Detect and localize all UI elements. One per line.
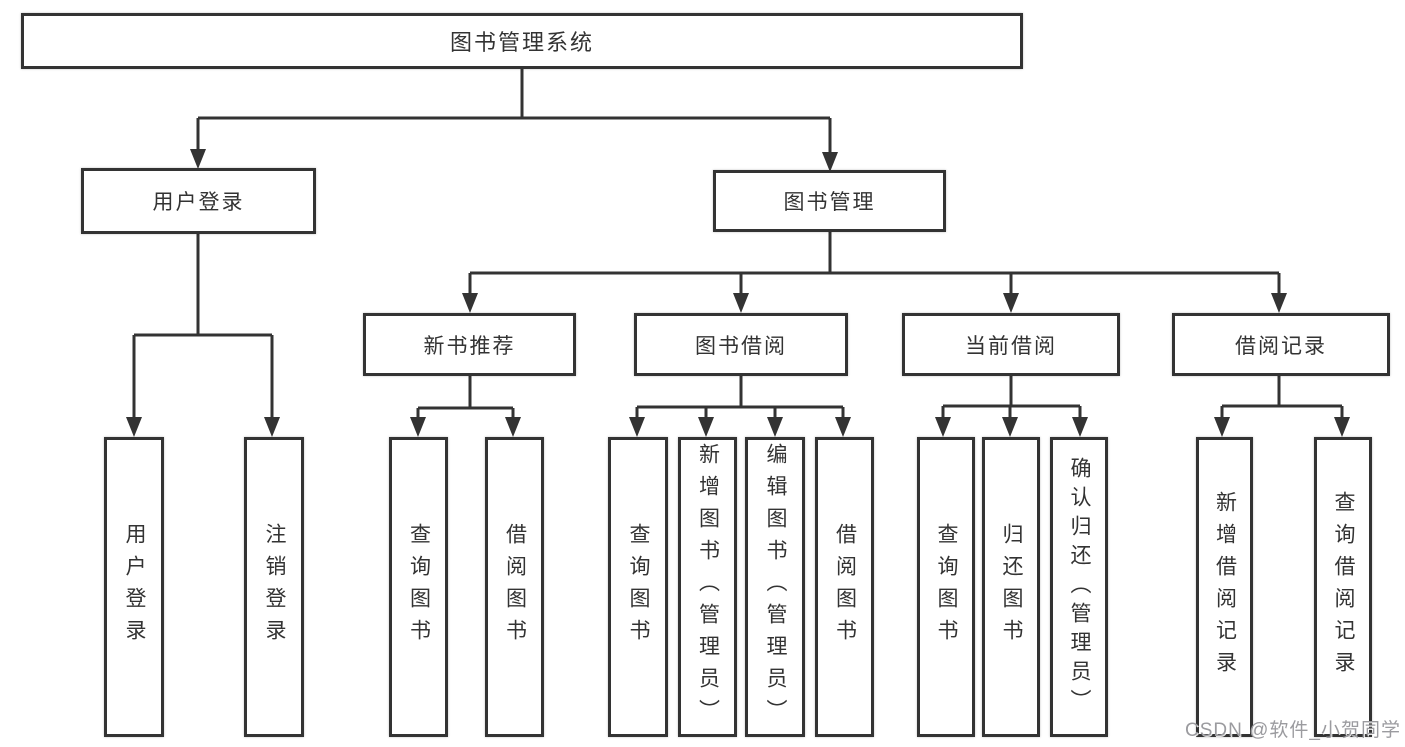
connector-borrowrecords-to-leaves — [1220, 376, 1344, 418]
arrowheads — [126, 149, 1350, 437]
leaf-query-borrow-record: 查询借阅记录 — [1314, 437, 1372, 737]
node-book-borrow: 图书借阅 — [634, 313, 848, 376]
connector-currentborrow-to-leaves — [941, 376, 1082, 418]
connector-newbookrec-to-leaves — [416, 376, 515, 418]
connector-bookborrow-to-leaves — [635, 376, 845, 418]
node-borrow-records: 借阅记录 — [1172, 313, 1390, 376]
node-user-login: 用户登录 — [81, 168, 316, 234]
leaf-logout: 注销登录 — [244, 437, 304, 737]
node-current-borrow: 当前借阅 — [902, 313, 1120, 376]
connector-userlogin-to-leaves — [132, 234, 274, 418]
leaf-user-login: 用户登录 — [104, 437, 164, 737]
leaf-edit-books-admin: 编辑图书（管理员） — [745, 437, 805, 737]
leaf-borrow-query-books: 查询图书 — [608, 437, 668, 737]
node-book-management: 图书管理 — [713, 170, 946, 232]
leaf-current-query-books: 查询图书 — [917, 437, 975, 737]
leaf-newrec-query-books: 查询图书 — [389, 437, 448, 737]
connector-root-to-level2 — [196, 69, 832, 153]
watermark-text: CSDN @软件_小贺同学 — [1185, 720, 1401, 741]
leaf-newrec-borrow-books: 借阅图书 — [485, 437, 544, 737]
connector-bookmgmt-to-level3 — [468, 232, 1281, 294]
leaf-borrow-books: 借阅图书 — [815, 437, 874, 737]
node-library-system: 图书管理系统 — [21, 13, 1023, 69]
leaf-add-books-admin: 新增图书（管理员） — [678, 437, 737, 737]
node-new-book-recommend: 新书推荐 — [363, 313, 576, 376]
leaf-add-borrow-record: 新增借阅记录 — [1196, 437, 1253, 737]
leaf-confirm-return-admin: 确认归还（管理员） — [1050, 437, 1108, 737]
leaf-return-books: 归还图书 — [982, 437, 1040, 737]
